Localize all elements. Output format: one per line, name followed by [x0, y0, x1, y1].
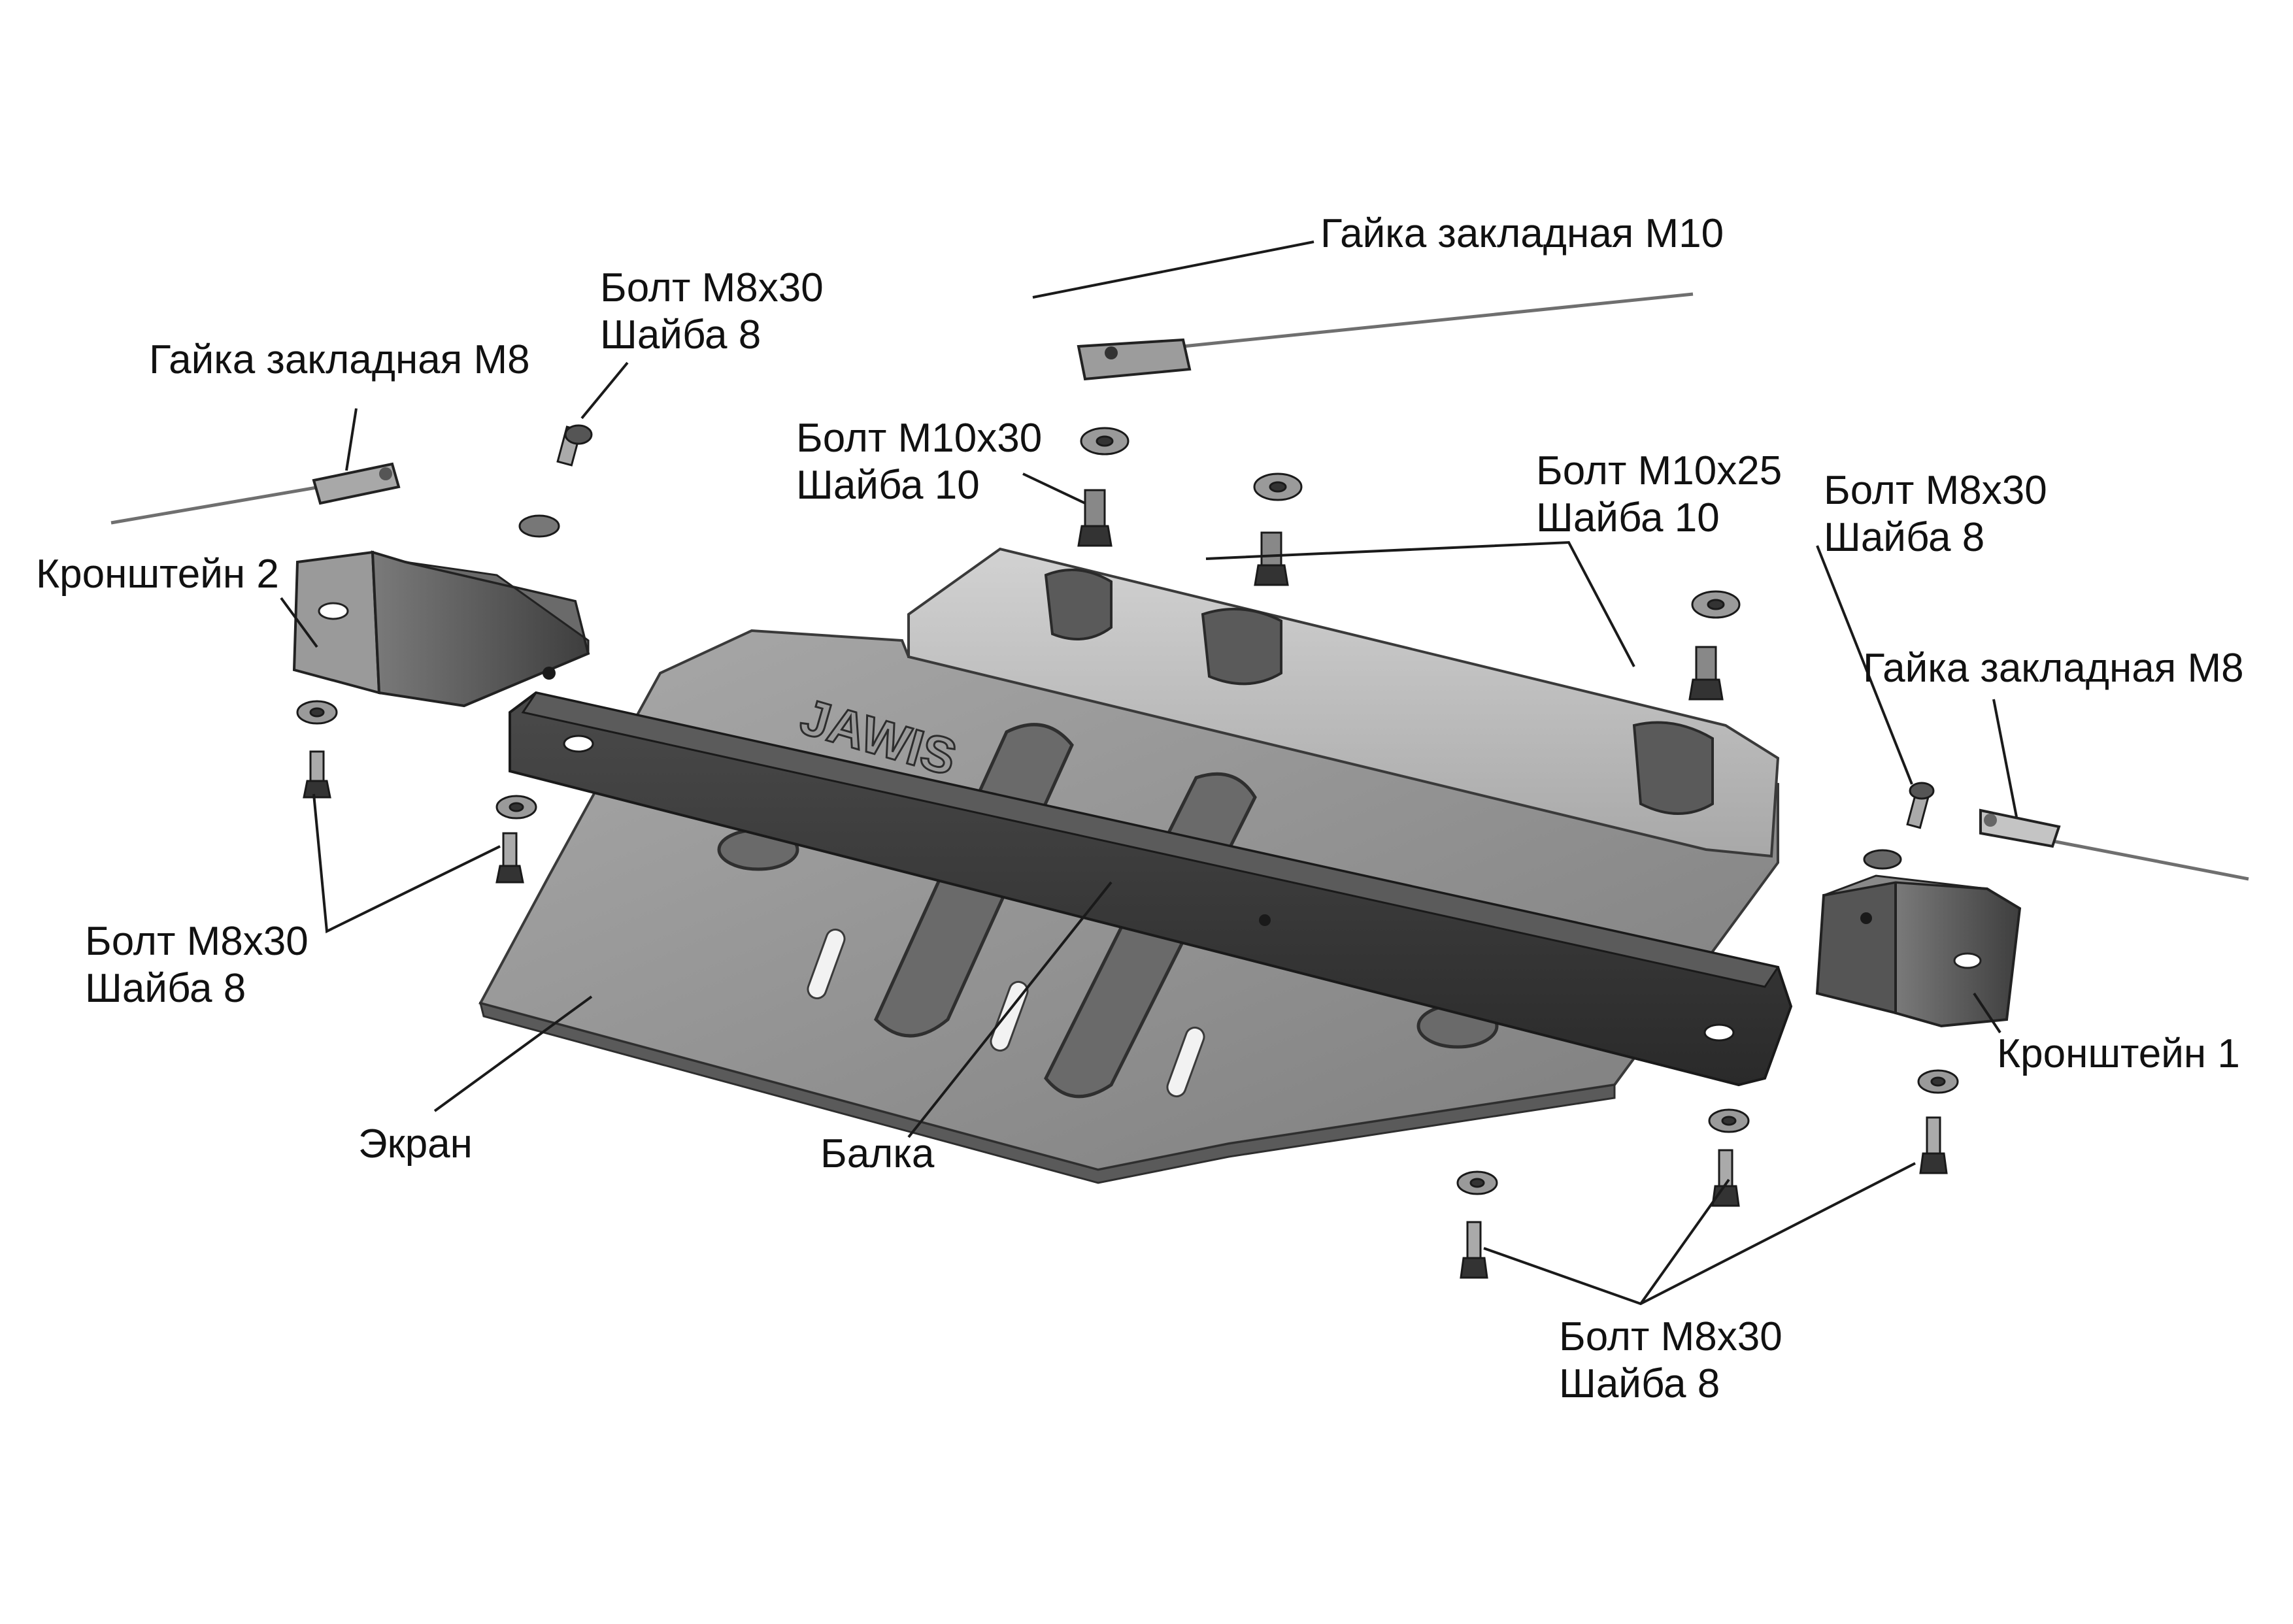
label-screen-text: Экран	[358, 1121, 473, 1167]
embedded-nut-m8-left	[110, 462, 401, 525]
label-nut-m8-right-text: Гайка закладная М8	[1863, 646, 2244, 691]
label-bolt-m10x25: Болт М10х25 Шайба 10	[1536, 448, 1782, 542]
label-beam-text: Балка	[820, 1131, 935, 1176]
label-washer-text: Шайба 10	[796, 463, 980, 508]
label-bolt-text: Болт М10х25	[1536, 448, 1783, 493]
label-bracket-1-text: Кронштейн 1	[1997, 1031, 2240, 1076]
label-bolt-m8-left: Болт М8х30 Шайба 8	[85, 918, 309, 1012]
label-nut-m8-left: Гайка закладная М8	[149, 337, 530, 384]
label-bolt-m8-top-left: Болт М8х30 Шайба 8	[600, 265, 824, 359]
label-bolt-text: Болт М8х30	[1559, 1314, 1783, 1359]
label-bolt-m8-bottom: Болт М8х30 Шайба 8	[1559, 1314, 1783, 1408]
label-screen: Экран	[358, 1121, 473, 1168]
label-nut-m10: Гайка закладная М10	[1320, 210, 1724, 257]
embedded-nut-m8-right	[1979, 808, 2249, 881]
label-nut-m8-left-text: Гайка закладная М8	[149, 337, 530, 382]
label-bolt-m10x30: Болт М10х30 Шайба 10	[796, 415, 1042, 509]
label-nut-m8-right: Гайка закладная М8	[1863, 645, 2244, 692]
label-beam: Балка	[820, 1131, 934, 1178]
flange-slots	[1044, 569, 1714, 815]
label-bolt-text: Болт М8х30	[1824, 468, 2047, 513]
bracket-2	[292, 550, 590, 708]
label-nut-m10-text: Гайка закладная М10	[1320, 211, 1724, 256]
leader-lines	[280, 240, 2018, 1306]
label-washer-text: Шайба 8	[85, 966, 246, 1011]
beam	[509, 691, 1793, 1087]
embedded-nut-m10	[1077, 292, 1694, 381]
label-washer-text: Шайба 10	[1536, 495, 1720, 540]
bracket-1	[1815, 874, 2022, 1028]
label-bolt-m8-top-right: Болт М8х30 Шайба 8	[1824, 467, 2047, 561]
label-washer-text: Шайба 8	[600, 312, 762, 357]
label-washer-text: Шайба 8	[1559, 1361, 1720, 1406]
label-washer-text: Шайба 8	[1824, 515, 1985, 560]
label-bracket-2: Кронштейн 2	[36, 551, 279, 598]
label-bolt-text: Болт М10х30	[796, 416, 1043, 461]
label-bracket-2-text: Кронштейн 2	[36, 552, 279, 597]
label-bolt-text: Болт М8х30	[600, 265, 824, 310]
label-bracket-1: Кронштейн 1	[1997, 1031, 2240, 1078]
label-bolt-text: Болт М8х30	[85, 919, 309, 964]
fasteners	[296, 424, 1959, 1279]
